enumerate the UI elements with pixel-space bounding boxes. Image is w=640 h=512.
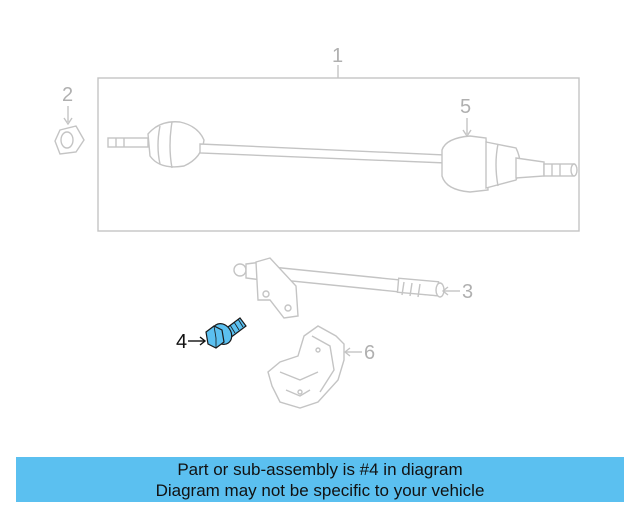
- callout-2[interactable]: 2: [62, 84, 73, 106]
- callout-3[interactable]: 3: [462, 281, 473, 303]
- callout-1[interactable]: 1: [332, 45, 343, 67]
- banner-line-1: Part or sub-assembly is #4 in diagram: [177, 460, 463, 479]
- intermediate-shaft-part-3[interactable]: [233, 257, 445, 319]
- nut-part-2[interactable]: [54, 125, 85, 155]
- axle-assembly-box: [97, 77, 580, 232]
- callout-6[interactable]: 6: [364, 342, 375, 364]
- callout-5[interactable]: 5: [460, 96, 471, 118]
- bracket-part-6[interactable]: [267, 325, 345, 409]
- axle-shaft-part-1[interactable]: [107, 121, 578, 193]
- banner-line-2: Diagram may not be specific to your vehi…: [155, 481, 485, 500]
- callout-4[interactable]: 4: [176, 331, 187, 353]
- bolt-part-4[interactable]: [205, 317, 247, 349]
- info-banner: Part or sub-assembly is #4 in diagram Di…: [16, 457, 624, 502]
